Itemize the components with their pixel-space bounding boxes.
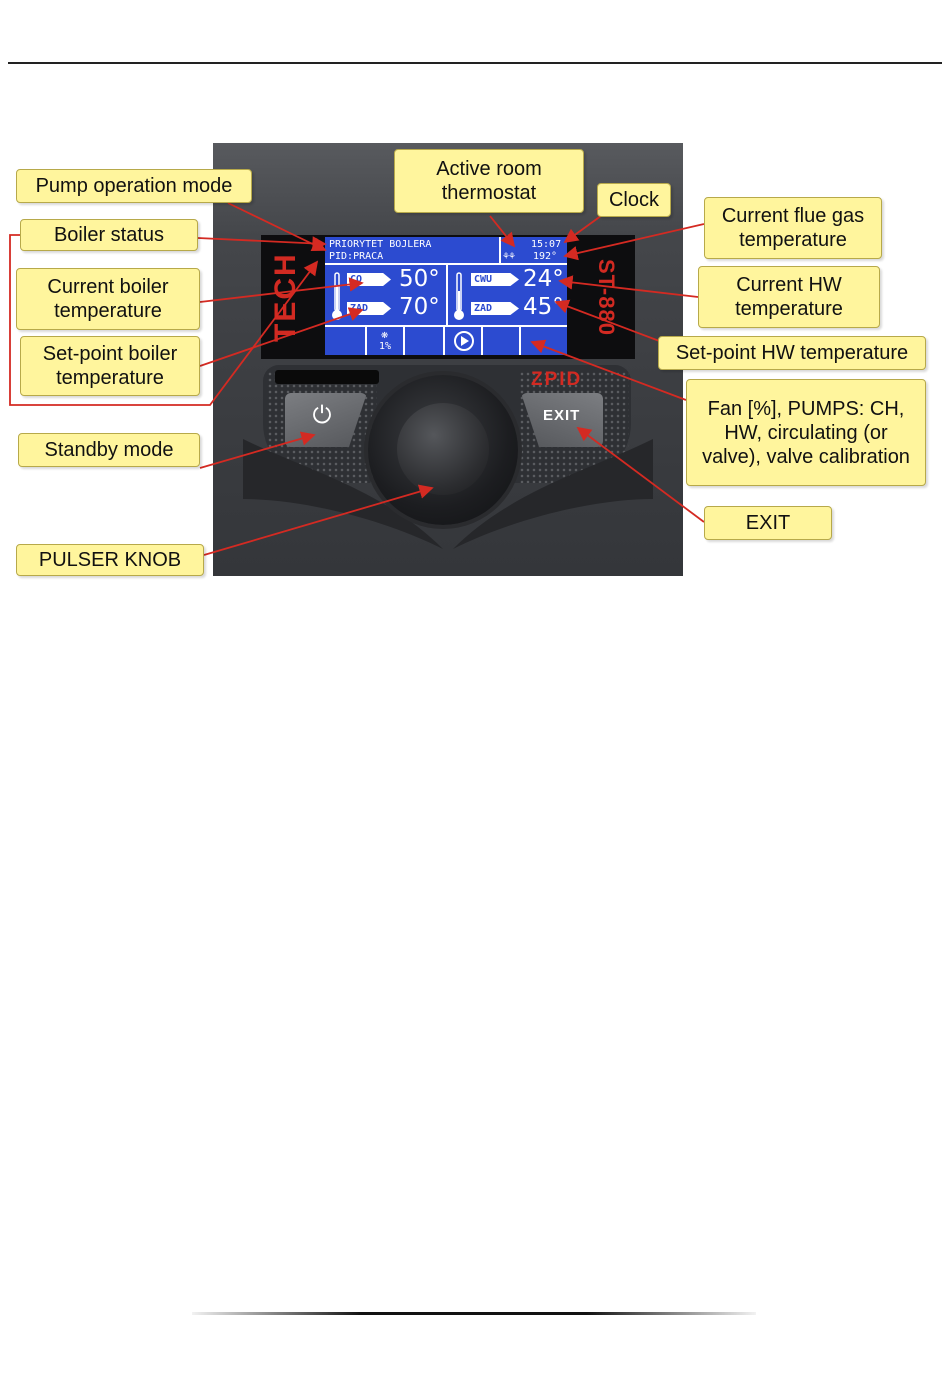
hw-temp-value: 24° xyxy=(523,266,564,292)
pump-mode-text: PID:PRACA xyxy=(329,251,384,262)
hw-tag: CWU xyxy=(471,273,519,286)
lcd-indicator-bar: ❋ 1% xyxy=(325,325,567,355)
lcd-status-bar xyxy=(325,237,567,265)
ch-setpoint-tag: ZAD xyxy=(347,302,391,315)
label-pump-operation-mode: Pump operation mode xyxy=(16,169,252,203)
ch-tag: CO xyxy=(347,273,391,286)
label-pulser-knob: PULSER KNOB xyxy=(16,544,204,576)
clock-text: 15:07 xyxy=(531,239,562,250)
label-current-hw-temperature: Current HW temperature xyxy=(698,266,880,328)
hw-setpoint-tag: ZAD xyxy=(471,302,519,315)
boiler-status-text: PRIORYTET BOJLERA xyxy=(329,239,432,250)
room-thermostat-icon: ⚘⚘ xyxy=(503,251,516,262)
fan-icon: ❋ xyxy=(381,327,389,341)
label-boiler-status: Boiler status xyxy=(20,219,198,251)
label-clock: Clock xyxy=(597,183,671,217)
top-rule xyxy=(8,62,942,64)
label-fan-pumps: Fan [%], PUMPS: CH, HW, circulating (or … xyxy=(686,379,926,486)
label-flue-gas-temperature: Current flue gas temperature xyxy=(704,197,882,259)
flue-gas-text: 192° xyxy=(533,251,558,262)
lcd-screen: PRIORYTET BOJLERA PID:PRACA 15:07 ⚘⚘ 192… xyxy=(325,237,567,355)
bottom-rule xyxy=(192,1312,756,1315)
hw-setpoint-value: 45° xyxy=(523,294,564,320)
label-setpoint-boiler-temperature: Set-point boiler temperature xyxy=(20,336,200,396)
label-setpoint-hw-temperature: Set-point HW temperature xyxy=(658,336,926,370)
label-exit: EXIT xyxy=(704,506,832,540)
label-standby-mode: Standby mode xyxy=(18,433,200,467)
pulser-knob-center[interactable] xyxy=(397,403,489,495)
led-indicator-strip xyxy=(275,370,379,384)
boiler-setpoint-value: 70° xyxy=(399,294,440,320)
fan-percent-text: 1% xyxy=(379,341,392,352)
label-active-room-thermostat: Active room thermostat xyxy=(394,149,584,213)
thermometer-icon xyxy=(454,272,464,320)
pump-icon xyxy=(454,331,474,351)
thermometer-icon xyxy=(332,272,342,320)
exit-button-label: EXIT xyxy=(543,407,581,424)
zpid-logo: ZPID xyxy=(531,369,583,390)
brand-logo: TECH xyxy=(269,252,302,342)
label-current-boiler-temperature: Current boiler temperature xyxy=(16,268,200,330)
model-label: ST-880 xyxy=(594,258,619,336)
boiler-temp-value: 50° xyxy=(399,266,440,292)
power-icon: ⏻ xyxy=(312,402,332,429)
